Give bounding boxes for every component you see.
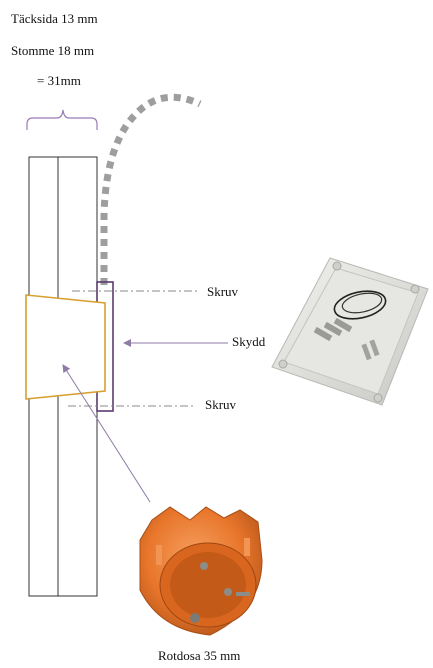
cable-route [100,93,202,285]
junction-box-label: Rotdosa 35 mm [158,648,241,663]
orange-junction-box-image [139,506,263,636]
cover-thickness-label: Täcksida 13 mm [11,11,98,26]
box-arrow [62,364,151,503]
screw-bottom-label: Skruv [205,397,237,412]
grey-enclosure-image [271,257,429,406]
frame-thickness-label: Stomme 18 mm [11,43,95,58]
junction-box-outline [25,294,106,400]
thickness-brace [26,109,98,130]
total-thickness-label: = 31mm [37,73,81,88]
guard-label: Skydd [232,334,266,349]
screw-top-label: Skruv [207,284,239,299]
